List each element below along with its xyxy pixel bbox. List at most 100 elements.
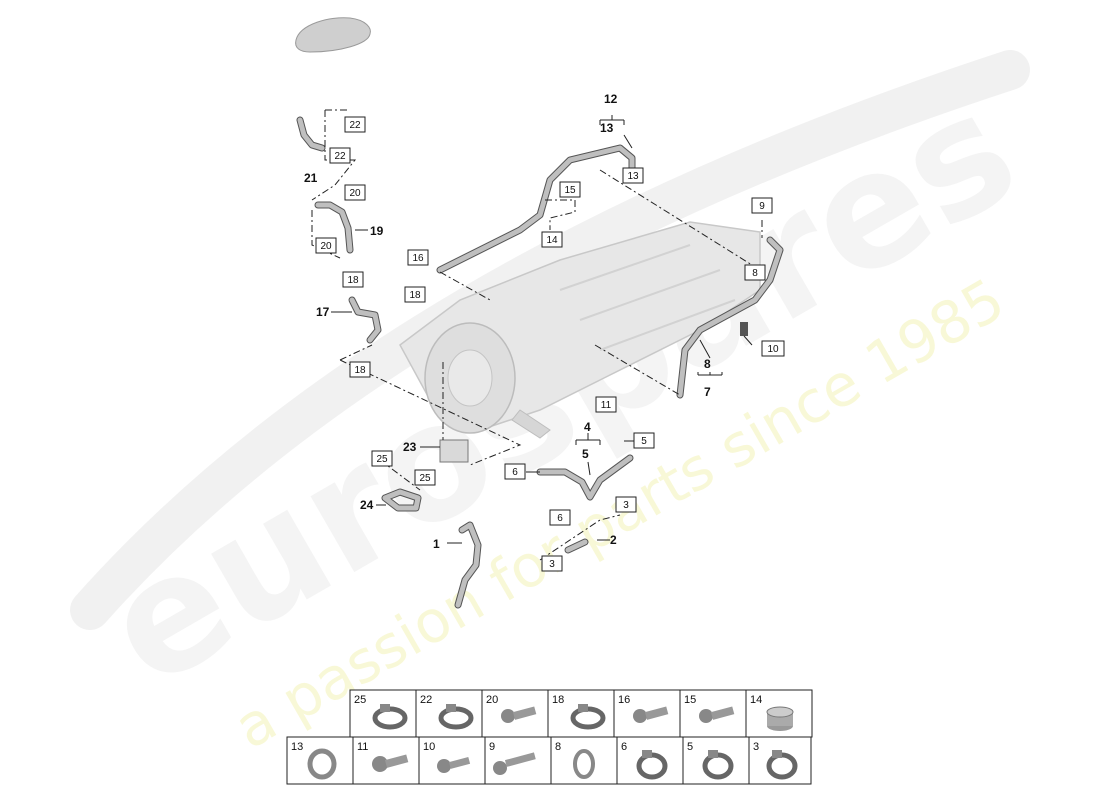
callout-box-18c: 18 bbox=[349, 361, 371, 378]
callout-box-22b: 22 bbox=[329, 147, 351, 164]
guide-lines bbox=[311, 109, 763, 561]
callout-box-3b: 3 bbox=[541, 555, 563, 572]
o-ring-icon bbox=[573, 749, 595, 779]
grid-cell-6: 6 bbox=[616, 736, 684, 785]
svg-text:20: 20 bbox=[320, 241, 332, 252]
svg-text:11: 11 bbox=[601, 400, 612, 411]
callout-box-13b: 13 bbox=[622, 167, 644, 184]
svg-text:13: 13 bbox=[627, 171, 639, 182]
callout-box-14: 14 bbox=[541, 231, 563, 248]
svg-text:7: 7 bbox=[704, 385, 711, 399]
callout-1: 1 bbox=[433, 537, 440, 551]
svg-text:25: 25 bbox=[376, 454, 388, 465]
hose-clamp-icon bbox=[570, 704, 606, 730]
hose-clamp-icon bbox=[372, 704, 408, 730]
svg-text:6: 6 bbox=[512, 467, 518, 478]
svg-text:8: 8 bbox=[704, 357, 711, 371]
callout-box-15: 15 bbox=[559, 181, 581, 198]
pipe-1 bbox=[454, 521, 482, 609]
svg-text:18: 18 bbox=[409, 290, 421, 301]
pipe-4-5 bbox=[536, 454, 634, 501]
svg-text:16: 16 bbox=[412, 253, 424, 264]
svg-text:5: 5 bbox=[687, 741, 693, 753]
svg-text:6: 6 bbox=[557, 513, 563, 524]
svg-text:15: 15 bbox=[564, 185, 576, 196]
bolt-icon bbox=[501, 706, 537, 723]
callout-box-22a: 22 bbox=[344, 116, 366, 133]
svg-text:9: 9 bbox=[759, 201, 765, 212]
transmission-illustration bbox=[399, 221, 761, 439]
svg-text:11: 11 bbox=[357, 741, 368, 753]
grid-cell-8: 8 bbox=[550, 736, 618, 785]
svg-text:22: 22 bbox=[334, 151, 346, 162]
svg-text:8: 8 bbox=[752, 268, 758, 279]
callout-21: 21 bbox=[304, 171, 318, 185]
callout-19: 19 bbox=[370, 224, 384, 238]
svg-text:3: 3 bbox=[623, 500, 629, 511]
hose-clamp-icon bbox=[766, 750, 798, 780]
svg-text:24: 24 bbox=[360, 498, 374, 512]
callout-8a: 8 bbox=[704, 357, 711, 371]
svg-text:3: 3 bbox=[753, 741, 759, 753]
callout-box-18a: 18 bbox=[342, 271, 364, 288]
callout-box-25a: 25 bbox=[371, 450, 393, 467]
svg-text:6: 6 bbox=[621, 741, 627, 753]
svg-text:5: 5 bbox=[582, 447, 589, 461]
svg-text:23: 23 bbox=[403, 440, 417, 454]
svg-text:16: 16 bbox=[618, 694, 630, 706]
svg-text:20: 20 bbox=[349, 188, 361, 199]
svg-text:12: 12 bbox=[604, 92, 618, 106]
callout-box-18b: 18 bbox=[404, 286, 426, 303]
grid-cell-5: 5 bbox=[682, 736, 750, 785]
svg-text:19: 19 bbox=[370, 224, 384, 238]
callout-13a: 13 bbox=[600, 121, 614, 135]
leader-lines bbox=[331, 115, 753, 544]
svg-text:2: 2 bbox=[610, 533, 617, 547]
callout-box-6a: 6 bbox=[504, 463, 526, 480]
svg-text:25: 25 bbox=[354, 694, 366, 706]
hose-clamp-icon bbox=[438, 704, 474, 730]
grid-cell-14: 14 bbox=[745, 689, 813, 738]
grid-cell-18: 18 bbox=[547, 689, 615, 738]
bolt-icon bbox=[633, 706, 669, 723]
parts-grid: 25 22 20 18 16 15 14 bbox=[286, 689, 813, 785]
svg-text:22: 22 bbox=[349, 120, 361, 131]
hose-clamp-icon bbox=[636, 750, 668, 780]
svg-text:21: 21 bbox=[304, 171, 318, 185]
o-ring-icon bbox=[307, 748, 337, 780]
grid-cell-20: 20 bbox=[481, 689, 549, 738]
svg-text:1: 1 bbox=[433, 537, 440, 551]
svg-text:4: 4 bbox=[584, 420, 591, 434]
pipe-19 bbox=[314, 201, 354, 254]
grid-cell-3: 3 bbox=[748, 736, 812, 785]
svg-text:14: 14 bbox=[750, 694, 762, 706]
callout-box-10: 10 bbox=[761, 340, 785, 357]
svg-text:5: 5 bbox=[641, 436, 647, 447]
part-23-module bbox=[439, 439, 469, 463]
svg-text:8: 8 bbox=[555, 741, 561, 753]
callout-2: 2 bbox=[610, 533, 617, 547]
callout-4: 4 bbox=[584, 420, 591, 434]
svg-text:22: 22 bbox=[420, 694, 432, 706]
bolt-icon bbox=[493, 752, 536, 775]
svg-text:25: 25 bbox=[419, 473, 431, 484]
pipe-21 bbox=[296, 116, 326, 152]
grid-cell-10: 10 bbox=[418, 736, 486, 785]
svg-text:3: 3 bbox=[549, 559, 555, 570]
spacer-sleeve-icon bbox=[766, 706, 794, 731]
callout-box-20b: 20 bbox=[315, 237, 337, 254]
callout-box-9: 9 bbox=[751, 197, 773, 214]
callout-5a: 5 bbox=[582, 447, 589, 461]
bolt-icon bbox=[699, 706, 735, 723]
svg-text:10: 10 bbox=[767, 344, 779, 355]
callout-12: 12 bbox=[604, 92, 618, 106]
callout-24: 24 bbox=[360, 498, 374, 512]
svg-text:18: 18 bbox=[552, 694, 564, 706]
callout-23: 23 bbox=[403, 440, 417, 454]
pipe-2 bbox=[564, 538, 589, 554]
svg-text:18: 18 bbox=[354, 365, 366, 376]
svg-text:17: 17 bbox=[316, 305, 330, 319]
car-silhouette-icon bbox=[295, 17, 371, 53]
callout-box-25b: 25 bbox=[414, 469, 436, 486]
